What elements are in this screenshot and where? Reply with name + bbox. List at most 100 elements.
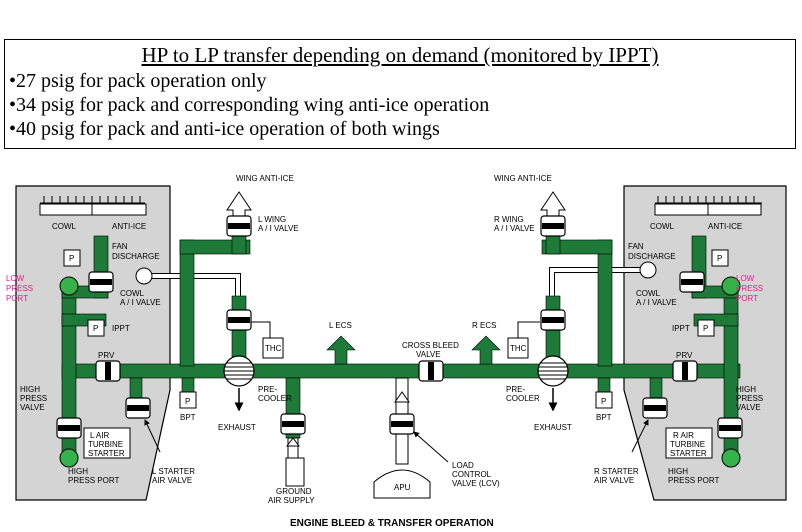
left-wing-valve-label-1: L WING: [258, 215, 286, 224]
left-cowl-valve-label-1: COWL: [120, 289, 145, 298]
left-prv-valve[interactable]: [95, 360, 121, 382]
left-hpv-label-2: PRESS: [20, 394, 47, 403]
transfer-note-box: HP to LP transfer depending on demand (m…: [4, 39, 796, 149]
left-hpv-label-1: HIGH: [20, 385, 40, 394]
left-cowl-valve-label-2: A / I VALVE: [120, 298, 161, 307]
right-starter-air-valve[interactable]: [642, 397, 668, 419]
left-hpp-label-2: PRESS PORT: [68, 476, 120, 485]
right-hpp-label-1: HIGH: [668, 467, 688, 476]
right-ecs-arrow: [471, 335, 501, 365]
cross-bleed-label-2: VALVE: [416, 350, 441, 359]
right-wing-ai-valve[interactable]: [540, 215, 566, 237]
left-bpt-p: P: [185, 397, 190, 406]
left-hpv-label-3: VALVE: [20, 403, 45, 412]
ground-air-label-1: GROUND: [276, 487, 312, 496]
right-thc-label: THC: [510, 344, 527, 353]
lcv-label-3: VALVE (LCV): [452, 479, 500, 488]
right-prv-label: PRV: [676, 351, 693, 360]
left-nacelle: [15, 185, 171, 501]
left-wing-anti-ice-arrow: [226, 191, 252, 219]
right-high-press-port: [721, 448, 741, 468]
right-wing-anti-ice-arrow: [540, 191, 566, 219]
left-fan-arrows: [39, 196, 147, 216]
right-wing-valve-label-2: A / I VALVE: [494, 224, 535, 233]
right-thc-box: [507, 337, 529, 359]
apu: [373, 469, 431, 499]
left-starter-label-2: TURBINE: [88, 440, 123, 449]
diagram-caption: ENGINE BLEED & TRANSFER OPERATION: [290, 518, 494, 529]
left-high-press-port: [59, 448, 79, 468]
note-line-40psig: •40 psig for pack and anti-ice operation…: [9, 118, 440, 140]
right-high-press-valve[interactable]: [717, 417, 743, 439]
right-low-press-port: [721, 276, 741, 296]
load-control-valve[interactable]: [389, 413, 415, 435]
right-anti-ice-label: ANTI-ICE: [708, 222, 742, 231]
left-starter-label-3: STARTER: [88, 449, 125, 458]
left-sav-label-1: L STARTER: [152, 467, 195, 476]
left-precooler-label-2: COOLER: [258, 394, 292, 403]
right-fan-label: FAN: [628, 242, 644, 251]
left-wing-anti-ice-label: WING ANTI-ICE: [236, 174, 294, 183]
right-hpv-label-1: HIGH: [736, 385, 756, 394]
right-p-label: P: [717, 254, 722, 263]
right-starter-label-3: STARTER: [670, 449, 707, 458]
left-ippt-label: IPPT: [112, 324, 130, 333]
left-upper-valve[interactable]: [226, 309, 252, 331]
left-wing-ai-valve[interactable]: [226, 215, 252, 237]
right-wing-valve-label-1: R WING: [494, 215, 524, 224]
right-starter-label-2: TURBINE: [670, 440, 705, 449]
right-precooler: [537, 355, 569, 387]
cross-bleed-valve[interactable]: [418, 360, 444, 382]
right-precooler-label-2: COOLER: [506, 394, 540, 403]
right-p-box: [711, 249, 729, 267]
right-discharge-label: DISCHARGE: [628, 252, 676, 261]
right-cowl-valve-label-1: COWL: [636, 289, 661, 298]
right-cowl-sensor: [639, 261, 657, 279]
right-hpp-label-2: PRESS PORT: [668, 476, 720, 485]
left-p-label: P: [69, 254, 74, 263]
left-ecs-arrow: [326, 335, 356, 365]
right-starter-label-1: R AIR: [673, 431, 694, 440]
ground-air-valve[interactable]: [280, 413, 306, 435]
right-prv-valve[interactable]: [672, 360, 698, 382]
left-high-press-valve[interactable]: [56, 417, 82, 439]
right-sav-label-1: R STARTER: [594, 467, 639, 476]
right-upper-valve[interactable]: [540, 309, 566, 331]
left-air-turbine-starter: [83, 427, 131, 459]
left-prv-label: PRV: [98, 351, 115, 360]
left-anti-ice-label: ANTI-ICE: [112, 222, 146, 231]
left-bpt-box: [179, 391, 197, 409]
left-precooler: [223, 355, 255, 387]
note-title: HP to LP transfer depending on demand (m…: [141, 43, 659, 67]
left-sav-label-2: AIR VALVE: [152, 476, 192, 485]
left-exhaust-label: EXHAUST: [218, 423, 256, 432]
left-thc-label: THC: [265, 344, 282, 353]
left-discharge-label: DISCHARGE: [112, 252, 160, 261]
left-ecs-label: L ECS: [329, 321, 352, 330]
left-ippt-box: [87, 319, 105, 337]
right-precooler-label-1: PRE-: [506, 385, 525, 394]
left-cowl-label: COWL: [52, 222, 77, 231]
right-bpt-box: [595, 391, 613, 409]
left-low-label-3: PORT: [6, 294, 28, 303]
left-bpt-label: BPT: [180, 413, 196, 422]
left-thc-line: [250, 321, 271, 345]
left-fan-valve[interactable]: [88, 271, 114, 293]
ground-air-label-2: AIR SUPPLY: [268, 496, 315, 505]
right-ippt-box: [697, 319, 715, 337]
left-precooler-label-1: PRE-: [258, 385, 277, 394]
apu-label: APU: [394, 483, 411, 492]
right-hpv-label-2: PRESS: [736, 394, 763, 403]
right-low-label-3: PORT: [736, 294, 758, 303]
right-wing-anti-ice-label: WING ANTI-ICE: [494, 174, 552, 183]
left-thc-box: [262, 337, 284, 359]
cross-bleed-label-1: CROSS BLEED: [402, 341, 459, 350]
right-thc-line: [517, 321, 540, 345]
left-starter-air-valve[interactable]: [125, 397, 151, 419]
ground-air-supply: [285, 457, 305, 487]
right-fan-valve[interactable]: [679, 271, 705, 293]
left-p-box: [63, 249, 81, 267]
note-line-34psig: •34 psig for pack and corresponding wing…: [9, 94, 490, 116]
right-fan-arrows: [654, 196, 762, 216]
